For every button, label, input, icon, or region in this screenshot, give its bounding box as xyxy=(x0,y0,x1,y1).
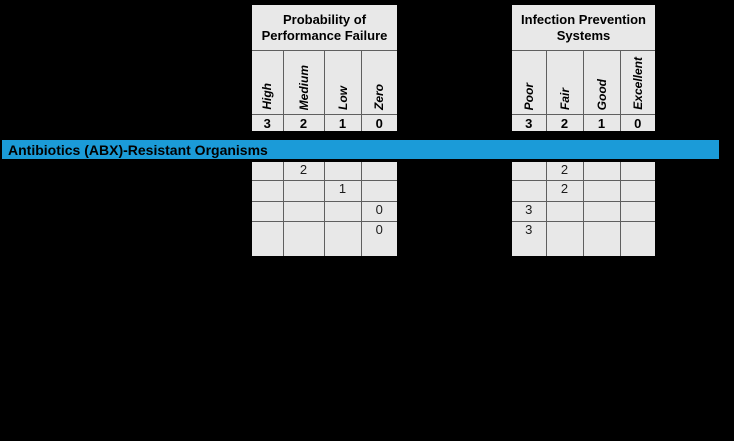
data-cell xyxy=(619,201,657,222)
column-score-high: 3 xyxy=(250,114,284,133)
column-label-fair: Fair xyxy=(545,50,584,115)
data-cell xyxy=(582,201,621,222)
data-cell xyxy=(510,160,547,181)
column-score-poor: 3 xyxy=(510,114,547,133)
prevention-table-body: 2 2 3 3 xyxy=(510,160,657,258)
data-cell xyxy=(250,221,284,258)
data-cell xyxy=(582,221,621,258)
column-label-poor: Poor xyxy=(510,50,547,115)
column-label-excellent: Excellent xyxy=(619,50,657,115)
data-cell: 3 xyxy=(510,221,547,258)
data-cell xyxy=(323,201,362,222)
probability-table: Probability of Performance Failure High … xyxy=(250,3,400,133)
column-score-low: 1 xyxy=(323,114,362,133)
table-row: 2 xyxy=(250,160,399,181)
table-row: 2 xyxy=(510,180,657,202)
data-cell xyxy=(545,201,584,222)
data-cell: 0 xyxy=(360,221,399,258)
data-cell xyxy=(360,180,399,202)
table-row: 1 xyxy=(250,180,399,202)
probability-table-header: Probability of Performance Failure High … xyxy=(250,3,400,133)
column-score-good: 1 xyxy=(582,114,621,133)
column-score-fair: 2 xyxy=(545,114,584,133)
table-row: 3 xyxy=(510,221,657,258)
data-cell: 2 xyxy=(545,160,584,181)
data-cell xyxy=(323,221,362,258)
table-row: 0 xyxy=(250,201,399,222)
category-banner: Antibiotics (ABX)-Resistant Organisms xyxy=(1,139,720,160)
data-cell xyxy=(360,160,399,181)
data-cell xyxy=(282,180,325,202)
data-cell xyxy=(282,221,325,258)
data-cell xyxy=(582,180,621,202)
table-row: 2 xyxy=(510,160,657,181)
data-cell xyxy=(545,221,584,258)
prevention-table: Infection Prevention Systems Poor Fair G… xyxy=(510,3,657,133)
table-row: 0 xyxy=(250,221,399,258)
data-cell: 3 xyxy=(510,201,547,222)
data-cell xyxy=(250,201,284,222)
probability-table-body: 2 1 0 0 xyxy=(250,160,399,258)
probability-table-title: Probability of Performance Failure xyxy=(250,3,399,51)
data-cell xyxy=(619,160,657,181)
data-cell xyxy=(250,180,284,202)
column-label-zero: Zero xyxy=(360,50,399,115)
column-label-medium: Medium xyxy=(282,50,325,115)
column-score-medium: 2 xyxy=(282,114,325,133)
column-label-good: Good xyxy=(582,50,621,115)
column-label-high: High xyxy=(250,50,284,115)
probability-data-table: 2 1 0 0 xyxy=(250,160,399,258)
category-banner-label: Antibiotics (ABX)-Resistant Organisms xyxy=(8,141,268,158)
column-score-excellent: 0 xyxy=(619,114,657,133)
data-cell xyxy=(619,221,657,258)
prevention-table-header: Infection Prevention Systems Poor Fair G… xyxy=(510,3,657,133)
data-cell xyxy=(282,201,325,222)
data-cell xyxy=(323,160,362,181)
data-cell xyxy=(510,180,547,202)
table-row: 3 xyxy=(510,201,657,222)
data-cell: 1 xyxy=(323,180,362,202)
prevention-table-title: Infection Prevention Systems xyxy=(510,3,657,51)
data-cell: 2 xyxy=(282,160,325,181)
data-cell xyxy=(582,160,621,181)
data-cell xyxy=(250,160,284,181)
column-label-low: Low xyxy=(323,50,362,115)
column-score-zero: 0 xyxy=(360,114,399,133)
data-cell: 0 xyxy=(360,201,399,222)
data-cell xyxy=(619,180,657,202)
data-cell: 2 xyxy=(545,180,584,202)
prevention-data-table: 2 2 3 3 xyxy=(510,160,657,258)
